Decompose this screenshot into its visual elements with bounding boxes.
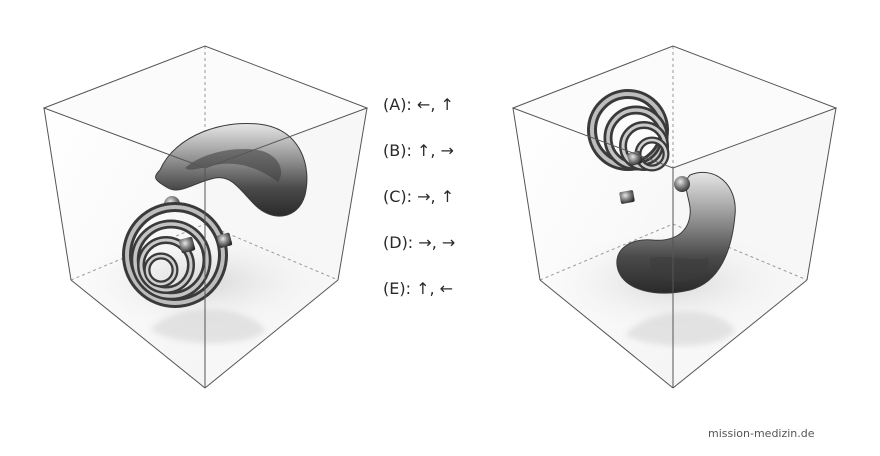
option-b: (B): ↑, → — [383, 141, 454, 160]
left-object-cube-b — [217, 232, 233, 248]
left-object-coil — [122, 202, 228, 308]
left-cube — [42, 45, 369, 389]
right-cube-edges — [511, 45, 838, 389]
left-object-cube-a — [178, 236, 196, 254]
left-cube-object — [122, 122, 308, 344]
right-object-connector — [674, 176, 690, 192]
right-cube-object — [587, 89, 736, 346]
option-c: (C): →, ↑ — [383, 187, 455, 206]
option-e: (E): ↑, ← — [383, 279, 454, 298]
source-credit: mission-medizin.de — [708, 427, 815, 440]
option-a: (A): ←, ↑ — [383, 95, 454, 114]
right-cube — [511, 45, 838, 389]
right-object-reflection — [625, 311, 735, 346]
option-d: (D): →, → — [383, 233, 456, 252]
left-object-reflection — [150, 309, 265, 344]
right-object-cube-b — [619, 190, 635, 204]
left-cube-edges — [42, 45, 369, 389]
right-object-loop-hole — [649, 256, 709, 282]
left-object-loop-hole — [185, 148, 282, 182]
left-object-loop — [155, 122, 308, 217]
